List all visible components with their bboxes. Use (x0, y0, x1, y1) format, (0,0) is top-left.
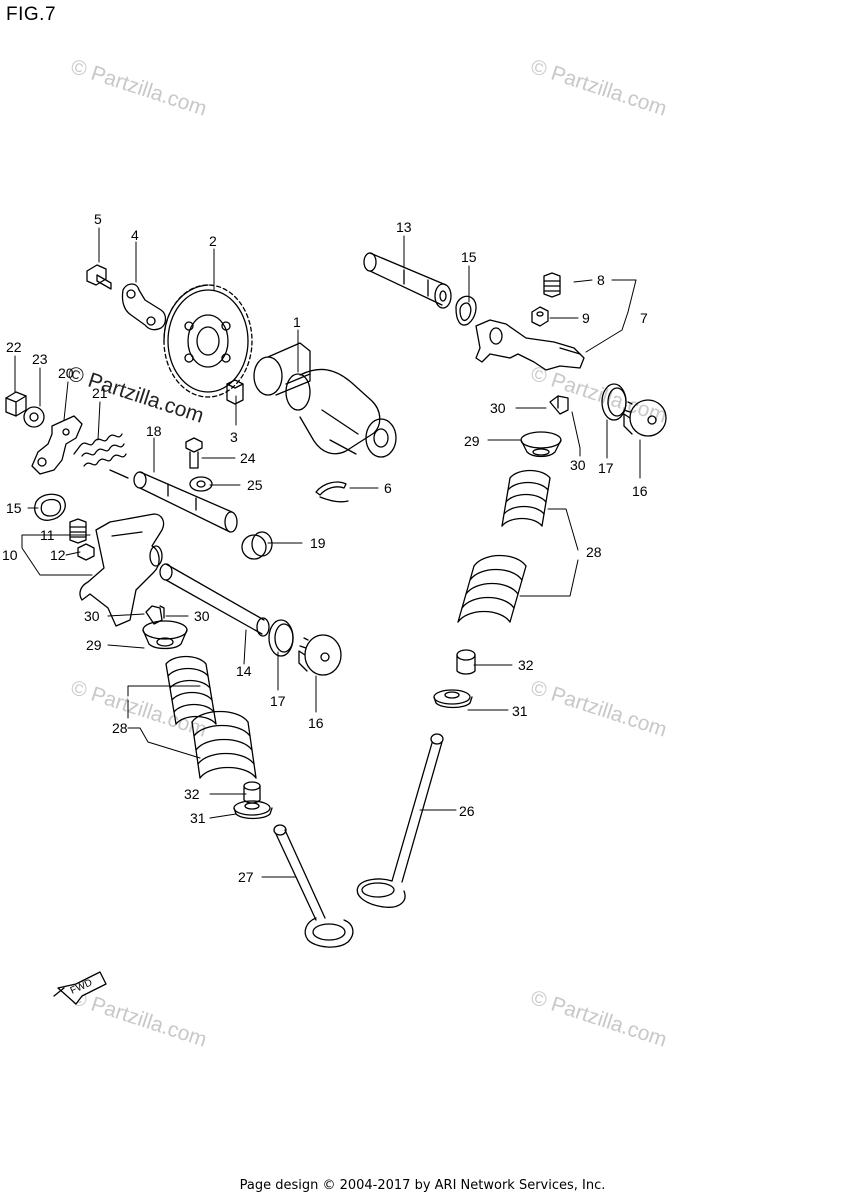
cam-sprocket-part (163, 284, 253, 398)
callout-label: 18 (146, 423, 162, 439)
spring-seat-part (433, 689, 473, 709)
valve-spring-part (501, 469, 551, 527)
figure-title: FIG.7 (6, 4, 57, 25)
valve-part (273, 824, 354, 948)
callout-label: 4 (131, 227, 139, 243)
stem-seal-part (456, 649, 476, 675)
gasket-part (455, 295, 477, 326)
callout-label: 32 (518, 657, 534, 673)
bracket-plate-part (121, 283, 167, 331)
rocker-shaft-part (133, 471, 238, 533)
valve-spring-part (191, 710, 257, 779)
callout-label: 12 (50, 547, 66, 563)
callout-label: 14 (236, 663, 252, 679)
callout-label: 17 (598, 460, 614, 476)
nut-part (77, 543, 95, 561)
circlip-part (315, 481, 349, 503)
callout-label: 10 (2, 547, 18, 563)
callout-label: 22 (6, 339, 22, 355)
callout-label: 16 (632, 483, 648, 499)
plate-part (31, 415, 83, 475)
callout-label: 8 (597, 272, 605, 288)
callout-label: 13 (396, 219, 412, 235)
valve-spring-part (165, 655, 217, 725)
leader-lines (14, 227, 641, 878)
callout-label: 29 (86, 637, 102, 653)
cap-part (623, 399, 667, 437)
callout-label: 31 (190, 810, 206, 826)
callout-label: 17 (270, 693, 286, 709)
callout-label: 11 (40, 527, 55, 543)
callout-label: 32 (184, 786, 200, 802)
bolt-part (86, 264, 112, 290)
callout-label: 19 (310, 535, 326, 551)
spring-seat-part (233, 800, 273, 820)
callout-label: 7 (640, 310, 648, 326)
callout-label: 15 (461, 249, 477, 265)
callout-label: 21 (92, 385, 108, 401)
rocker-shaft-part (159, 563, 270, 637)
adjust-screw-part (69, 518, 87, 544)
nut-part (5, 391, 27, 417)
callout-label: 16 (308, 715, 324, 731)
seal-ring-part (241, 531, 273, 560)
callout-label: 30 (194, 608, 210, 624)
callout-label: 28 (586, 544, 602, 560)
callout-label: 26 (459, 803, 475, 819)
callout-label: 5 (94, 211, 102, 227)
callout-label: 20 (58, 365, 74, 381)
callout-label: 24 (240, 450, 256, 466)
callout-label: 27 (238, 869, 254, 885)
callout-label: 6 (384, 480, 392, 496)
rocker-shaft-part (363, 252, 452, 309)
spring-retainer-part (142, 620, 188, 650)
callout-label: 30 (490, 400, 506, 416)
o-ring-part (268, 619, 294, 657)
callout-label: 9 (582, 310, 590, 326)
washer-part (23, 406, 45, 428)
bolt-part (185, 437, 203, 469)
nut-part (531, 306, 549, 327)
gasket-part (34, 493, 66, 521)
callout-label: 30 (84, 608, 100, 624)
rocker-arm-part (475, 319, 585, 371)
spring-retainer-part (520, 431, 562, 458)
callout-label: 28 (112, 720, 128, 736)
stem-seal-part (243, 781, 261, 804)
callout-label: 15 (6, 500, 22, 516)
valve-part (356, 733, 444, 908)
callout-label: 25 (247, 477, 263, 493)
coil-spring-part (73, 433, 129, 479)
callout-label: 2 (209, 233, 217, 249)
fwd-arrow-icon: FWD (53, 971, 107, 1005)
camshaft-part (253, 342, 397, 458)
callout-label: 30 (570, 457, 586, 473)
callout-label: 23 (32, 351, 48, 367)
adjust-screw-part (543, 272, 561, 298)
dowel-pin-part (226, 379, 244, 405)
callout-label: 31 (512, 703, 528, 719)
rocker-arm-part (79, 513, 165, 627)
cap-part (298, 634, 342, 676)
callout-label: 29 (464, 433, 480, 449)
washer-part (189, 476, 213, 492)
o-ring-part (601, 383, 627, 421)
callout-label: 3 (230, 429, 238, 445)
valve-cotter-part (549, 395, 569, 415)
valve-spring-part (457, 554, 527, 623)
callout-label: 1 (293, 314, 301, 330)
footer-copyright: Page design © 2004-2017 by ARI Network S… (239, 1178, 606, 1193)
